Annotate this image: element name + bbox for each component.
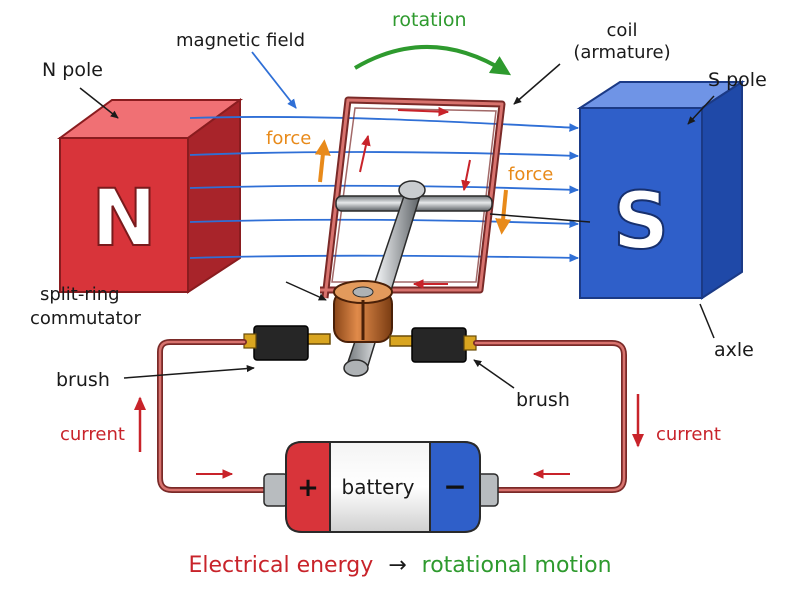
force-arrow-down (495, 189, 512, 235)
coil-current-arrow-top (397, 106, 450, 117)
label-brush-left: brush (56, 369, 110, 391)
label-current-left: current (60, 424, 125, 445)
north-letter: N (91, 174, 156, 264)
armature-coil (320, 96, 506, 299)
circuit-wire (157, 339, 627, 493)
label-coil: coil (607, 20, 638, 41)
label-s-pole: S pole (708, 69, 767, 91)
brush-right-body (389, 327, 477, 363)
caption-arrow: → (388, 553, 406, 578)
rotation-arrow (353, 44, 512, 76)
north-magnet: N (56, 98, 244, 294)
force-arrow-up (314, 139, 331, 183)
label-n-pole: N pole (42, 59, 103, 81)
south-magnet: S (576, 80, 746, 300)
label-split-ring: split-ring (40, 284, 120, 305)
coil-current-arrow-right (461, 159, 471, 192)
caption-left: Electrical energy (188, 553, 373, 578)
battery-plus-sign: + (297, 473, 319, 503)
battery: + − battery (263, 441, 499, 533)
label-rotation: rotation (392, 9, 467, 31)
label-force-right: force (508, 164, 553, 185)
split-ring-commutator (333, 280, 393, 343)
label-current-right: current (656, 424, 721, 445)
battery-label: battery (342, 475, 415, 499)
label-force-left: force (266, 128, 311, 149)
label-commutator: commutator (30, 308, 142, 329)
label-brush-right: brush (516, 389, 570, 411)
caption-right: rotational motion (422, 553, 612, 578)
brush-left-body (243, 325, 331, 361)
south-letter: S (613, 177, 669, 267)
label-axle: axle (714, 339, 754, 361)
caption: Electrical energy → rotational motion (188, 553, 611, 578)
leader-lines (79, 51, 715, 389)
label-armature: (armature) (573, 42, 670, 63)
label-magnetic-field: magnetic field (176, 30, 305, 51)
magnetic-field-lines (189, 116, 580, 263)
battery-minus-sign: − (443, 470, 466, 503)
coil-current-arrow-left (359, 134, 371, 173)
